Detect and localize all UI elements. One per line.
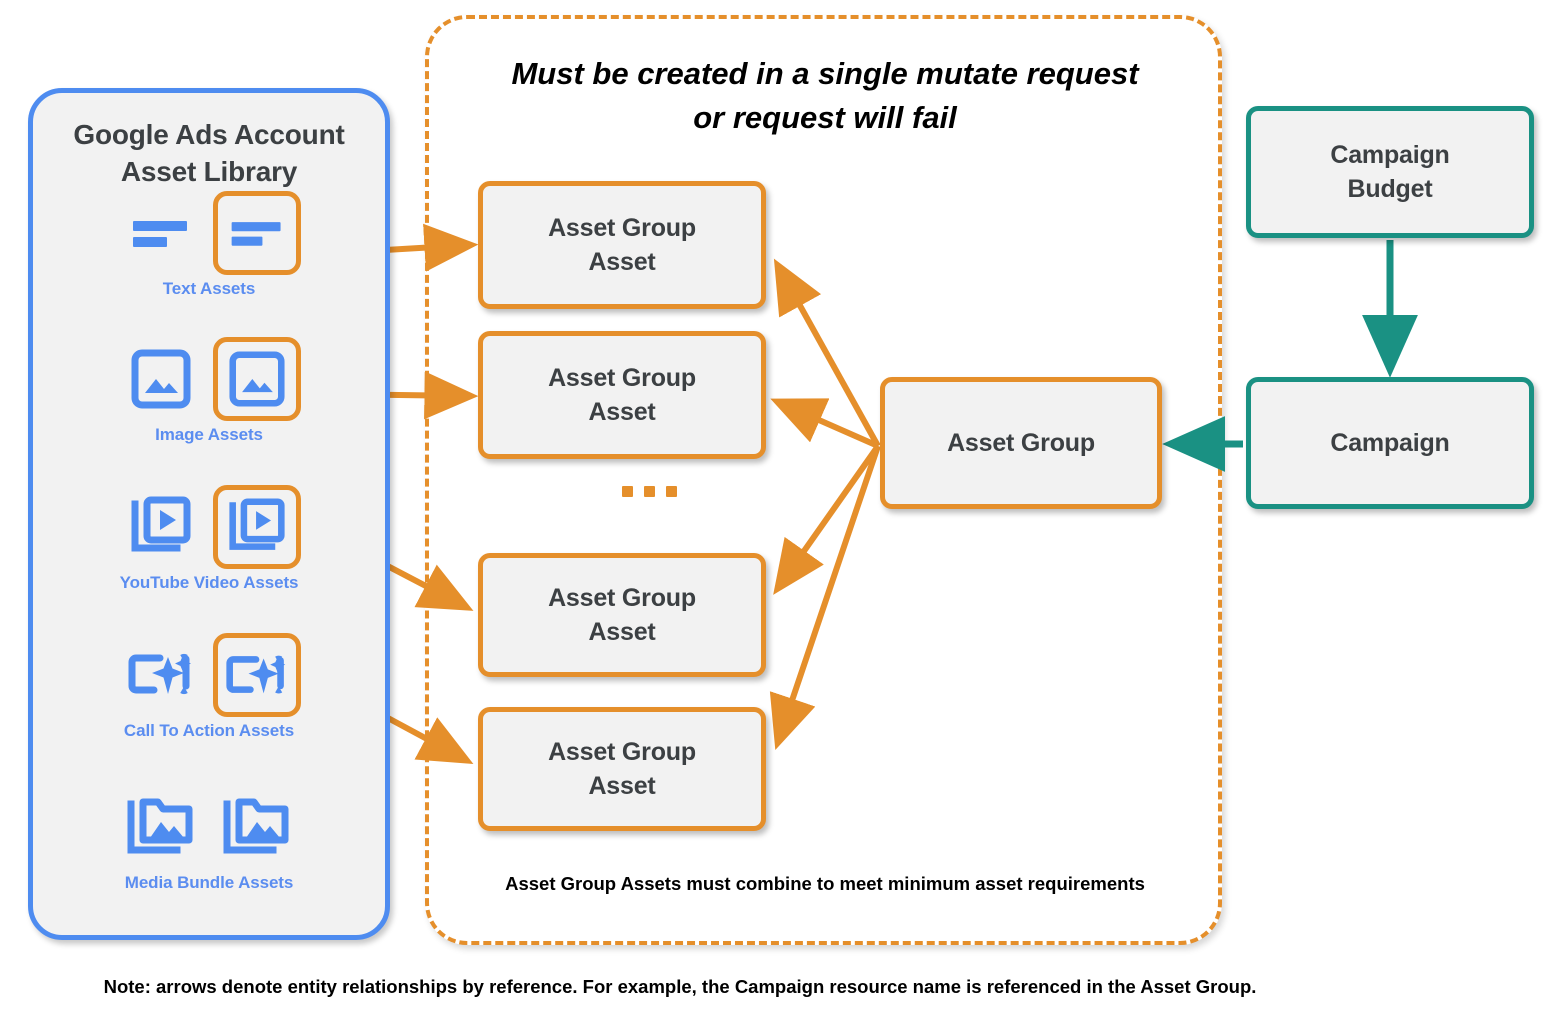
youtube-video-asset-icon (117, 485, 205, 569)
mutate-zone-heading-line2: or request will fail (693, 100, 957, 136)
asset-group-asset-label-4: Asset Group Asset (548, 735, 696, 803)
asset-group-asset-label-3-line2: Asset (588, 618, 656, 646)
library-item-image-assets[interactable]: Image Assets (33, 333, 385, 457)
mutate-zone-heading-line1: Must be created in a single mutate reque… (511, 56, 1139, 91)
text-asset-icon-group (33, 187, 385, 279)
youtube-video-asset-icon-selected[interactable] (213, 485, 301, 569)
ellipsis-indicator (622, 486, 682, 497)
ellipsis-dot (622, 486, 633, 497)
text-asset-icon-selected[interactable] (213, 191, 301, 275)
ellipsis-dot (666, 486, 677, 497)
call-to-action-asset-icon-selected[interactable] (213, 633, 301, 717)
library-item-media-bundle-assets[interactable]: Media Bundle Assets (33, 781, 385, 905)
asset-group-box[interactable]: Asset Group (880, 377, 1162, 509)
library-caption-call-to-action-assets: Call To Action Assets (123, 721, 295, 740)
asset-library-title: Google Ads Account Asset Library (33, 117, 385, 191)
library-caption-youtube-video-assets: YouTube Video Assets (119, 573, 299, 592)
campaign-budget-label-line1: Campaign (1330, 141, 1450, 169)
page-note: Note: arrows denote entity relationships… (103, 976, 1257, 997)
image-asset-icon-selected[interactable] (213, 337, 301, 421)
library-caption-image-assets: Image Assets (155, 425, 263, 444)
asset-group-asset-box-2[interactable]: Asset Group Asset (478, 331, 766, 459)
asset-library-panel: Google Ads Account Asset Library (28, 88, 390, 940)
asset-group-asset-label-1-line1: Asset Group (548, 214, 696, 242)
library-item-text-assets[interactable]: Text Assets (33, 187, 385, 311)
asset-group-asset-box-1[interactable]: Asset Group Asset (478, 181, 766, 309)
asset-group-asset-label-3-line1: Asset Group (548, 584, 696, 612)
asset-group-asset-label-3: Asset Group Asset (548, 581, 696, 649)
call-to-action-asset-icon-group (33, 629, 385, 721)
asset-group-label: Asset Group (947, 429, 1095, 457)
ellipsis-dot (644, 486, 655, 497)
asset-group-asset-box-3[interactable]: Asset Group Asset (478, 553, 766, 677)
asset-group-asset-label-4-line2: Asset (588, 772, 656, 800)
asset-group-asset-label-1: Asset Group Asset (548, 211, 696, 279)
mutate-zone-footnote: Asset Group Assets must combine to meet … (505, 873, 1145, 894)
mutate-zone-heading: Must be created in a single mutate reque… (430, 52, 1220, 140)
library-caption-media-bundle-assets: Media Bundle Assets (124, 873, 294, 892)
media-bundle-asset-icon-group (33, 781, 385, 873)
library-item-call-to-action-assets[interactable]: Call To Action Assets (33, 629, 385, 753)
media-bundle-asset-icon (117, 785, 205, 869)
library-caption-text-assets: Text Assets (162, 279, 256, 298)
asset-group-asset-label-1-line2: Asset (588, 248, 656, 276)
asset-group-asset-label-2-line2: Asset (588, 398, 656, 426)
asset-library-title-line2: Asset Library (120, 155, 298, 187)
campaign-label: Campaign (1330, 429, 1450, 457)
asset-group-asset-box-4[interactable]: Asset Group Asset (478, 707, 766, 831)
text-asset-icon (117, 191, 205, 275)
media-bundle-asset-icon-duplicate (213, 785, 301, 869)
youtube-video-asset-icon-group (33, 481, 385, 573)
image-asset-icon-group (33, 333, 385, 425)
library-item-youtube-video-assets[interactable]: YouTube Video Assets (33, 481, 385, 605)
asset-group-asset-label-2-line1: Asset Group (548, 364, 696, 392)
asset-group-asset-label-4-line1: Asset Group (548, 738, 696, 766)
asset-library-title-line1: Google Ads Account (73, 119, 345, 150)
campaign-budget-box[interactable]: Campaign Budget (1246, 106, 1534, 238)
call-to-action-asset-icon (117, 633, 205, 717)
campaign-box[interactable]: Campaign (1246, 377, 1534, 509)
asset-group-asset-label-2: Asset Group Asset (548, 361, 696, 429)
image-asset-icon (117, 337, 205, 421)
campaign-budget-label: Campaign Budget (1330, 138, 1449, 206)
campaign-budget-label-line2: Budget (1347, 175, 1433, 203)
